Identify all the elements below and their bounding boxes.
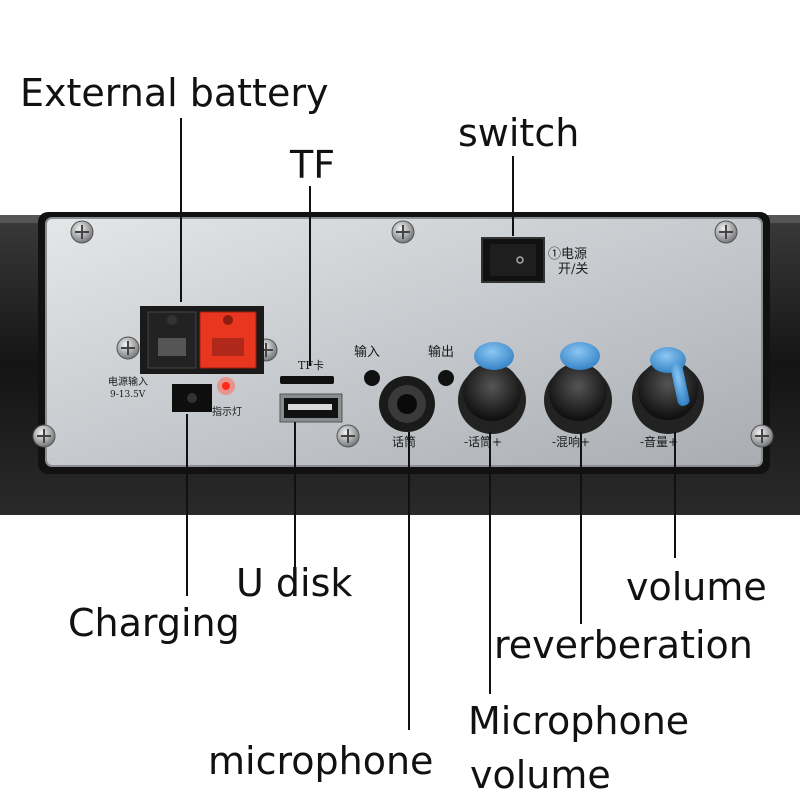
leader-line-reverberation — [580, 432, 582, 624]
leader-line-external-battery — [180, 118, 182, 302]
label-u-disk: U disk — [236, 561, 353, 605]
label-microphone-volume-line1: Microphone — [468, 699, 690, 743]
knob-reverb-label: -混响+ — [552, 435, 591, 449]
output-label: 输出 — [428, 345, 455, 360]
label-switch: switch — [458, 111, 580, 155]
input-label: 输入 — [354, 345, 381, 360]
power-switch — [481, 237, 545, 283]
label-tf: TF — [290, 143, 336, 187]
leader-line-tf — [309, 186, 311, 366]
leader-line-microphone-volume — [489, 432, 491, 694]
battery-terminals — [140, 306, 264, 374]
label-microphone-volume-line2: volume — [470, 753, 611, 797]
power-input-spec: 9-13.5V — [110, 390, 146, 400]
knob-microphone-volume — [458, 342, 526, 434]
knob-reverberation — [544, 342, 612, 434]
indicator-label: 指示灯 — [212, 407, 242, 418]
usb-port — [279, 393, 343, 423]
leader-line-charging — [186, 414, 188, 596]
leader-line-switch — [512, 156, 514, 236]
knob-volume-label: -音量+ — [640, 435, 679, 449]
leader-line-u-disk — [294, 422, 296, 568]
knob-mic-label: -话筒+ — [464, 435, 503, 449]
microphone-jack — [379, 376, 435, 432]
output-jack — [438, 370, 454, 386]
label-volume: volume — [626, 565, 767, 609]
screw — [32, 220, 774, 448]
label-charging: Charging — [68, 601, 240, 645]
label-reverberation: reverberation — [494, 623, 753, 667]
mic-jack-label: 话筒 — [392, 435, 417, 449]
leader-line-volume — [674, 432, 676, 558]
input-jack — [364, 370, 380, 386]
knob-volume — [632, 347, 704, 434]
power-switch-label: ①电源 — [548, 247, 588, 262]
label-microphone: microphone — [208, 739, 434, 783]
power-switch-sublabel: 开/关 — [558, 262, 589, 277]
label-external-battery: External battery — [20, 71, 329, 115]
leader-line-microphone — [408, 432, 410, 730]
tf-slot — [280, 376, 334, 384]
power-input-label: 电源输入 — [108, 377, 148, 388]
